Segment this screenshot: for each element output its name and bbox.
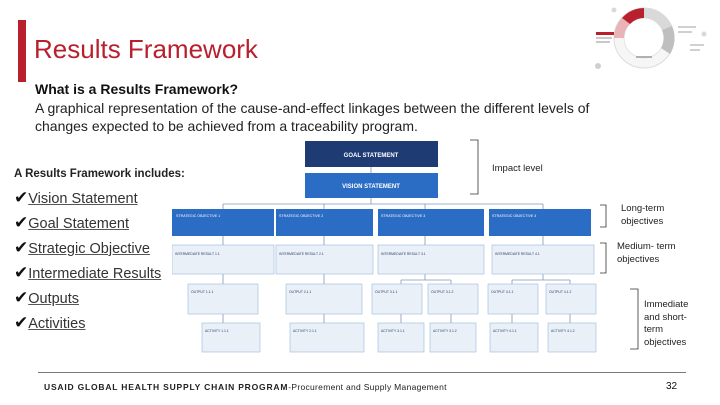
medium-term-label: Medium- term objectives	[617, 241, 676, 265]
footer-divider	[38, 372, 686, 373]
impact-level-label: Impact level	[492, 163, 543, 174]
strategic-objective-box	[378, 209, 484, 236]
definition-text: A graphical representation of the cause-…	[35, 100, 590, 134]
output-box	[487, 283, 539, 315]
list-item: ✔Activities	[14, 311, 161, 336]
output-label: OUTPUT 3.1.1	[375, 290, 397, 294]
output-box	[545, 283, 597, 315]
page-number: 32	[666, 381, 678, 392]
activity-label: ACTIVITY 3.1.2	[433, 329, 457, 333]
impact-level-bracket	[470, 139, 479, 195]
long-term-label: Long-term objectives	[621, 203, 665, 227]
checkmark-icon: ✔	[14, 188, 29, 207]
results-framework-diagram: GOAL STATEMENT VISION STATEMENT STRATEGI…	[172, 141, 597, 353]
intermediate-result-box	[491, 244, 595, 275]
list-item-label: Strategic Objective	[28, 241, 150, 257]
output-label: OUTPUT 4.1.2	[549, 290, 571, 294]
strategic-objective-label: STRATEGIC OBJECTIVE 3	[381, 214, 425, 218]
list-item-label: Goal Statement	[28, 216, 129, 232]
immediate-term-bracket	[630, 288, 639, 350]
intermediate-result-box	[377, 244, 485, 275]
strategic-objective-label: STRATEGIC OBJECTIVE 1	[176, 214, 220, 218]
strategic-objective-label: STRATEGIC OBJECTIVE 4	[492, 214, 536, 218]
intermediate-result-label: INTERMEDIATE RESULT 2.1	[279, 252, 324, 256]
intermediate-result-box	[172, 244, 275, 275]
activity-label: ACTIVITY 4.1.1	[493, 329, 517, 333]
activity-box	[547, 322, 597, 353]
intermediate-result-label: INTERMEDIATE RESULT 1.1	[175, 252, 220, 256]
intermediate-result-label: INTERMEDIATE RESULT 3.1	[381, 252, 426, 256]
checkmark-icon: ✔	[14, 213, 29, 232]
strategic-objective-label: STRATEGIC OBJECTIVE 2	[279, 214, 323, 218]
activity-box	[201, 322, 261, 353]
list-item-label: Outputs	[28, 291, 80, 307]
activity-box	[289, 322, 365, 353]
goal-statement-box	[305, 141, 438, 167]
vision-statement-label: VISION STATEMENT	[342, 184, 400, 190]
output-box	[427, 283, 479, 315]
list-item: ✔Outputs	[14, 286, 161, 311]
activity-label: ACTIVITY 4.1.2	[551, 329, 575, 333]
activity-label: ACTIVITY 2.1.1	[293, 329, 317, 333]
vision-statement-box	[305, 173, 438, 198]
activity-box	[489, 322, 539, 353]
activity-label: ACTIVITY 1.1.1	[205, 329, 229, 333]
output-box	[371, 283, 423, 315]
output-box	[187, 283, 259, 315]
output-label: OUTPUT 1.1.1	[191, 290, 213, 294]
immediate-term-label: Immediate and short- term objectives	[644, 299, 689, 348]
strategic-objective-box	[489, 209, 591, 236]
output-box	[285, 283, 363, 315]
activity-box	[429, 322, 477, 353]
subtitle-question: What is a Results Framework?	[35, 81, 239, 97]
circular-logo-graphic	[595, 7, 707, 69]
medium-term-bracket	[600, 242, 607, 274]
includes-heading: A Results Framework includes:	[14, 168, 185, 180]
list-item-label: Activities	[28, 316, 86, 332]
strategic-objective-box	[172, 209, 274, 236]
activity-box	[377, 322, 425, 353]
list-item: ✔Intermediate Results	[14, 261, 161, 286]
goal-statement-label: GOAL STATEMENT	[344, 153, 399, 159]
list-item-label: Vision Statement	[28, 191, 138, 207]
activity-label: ACTIVITY 3.1.1	[381, 329, 405, 333]
title-accent-bar	[18, 20, 26, 82]
list-item: ✔Vision Statement	[14, 186, 161, 211]
includes-list: ✔Vision Statement ✔Goal Statement ✔Strat…	[14, 186, 161, 336]
output-label: OUTPUT 3.1.2	[431, 290, 453, 294]
list-item: ✔Goal Statement	[14, 211, 161, 236]
checkmark-icon: ✔	[14, 263, 29, 282]
intermediate-result-box	[275, 244, 374, 275]
strategic-objective-box	[276, 209, 373, 236]
checkmark-icon: ✔	[14, 238, 29, 257]
checkmark-icon: ✔	[14, 288, 29, 307]
intermediate-result-label: INTERMEDIATE RESULT 4.1	[495, 252, 540, 256]
output-label: OUTPUT 4.1.1	[491, 290, 513, 294]
list-item-label: Intermediate Results	[28, 266, 162, 282]
output-label: OUTPUT 2.1.1	[289, 290, 311, 294]
long-term-bracket	[600, 204, 607, 228]
slide-title: Results Framework	[34, 34, 258, 64]
checkmark-icon: ✔	[14, 313, 29, 332]
list-item: ✔Strategic Objective	[14, 236, 161, 261]
footer-program: USAID GLOBAL HEALTH SUPPLY CHAIN PROGRAM…	[44, 382, 447, 392]
